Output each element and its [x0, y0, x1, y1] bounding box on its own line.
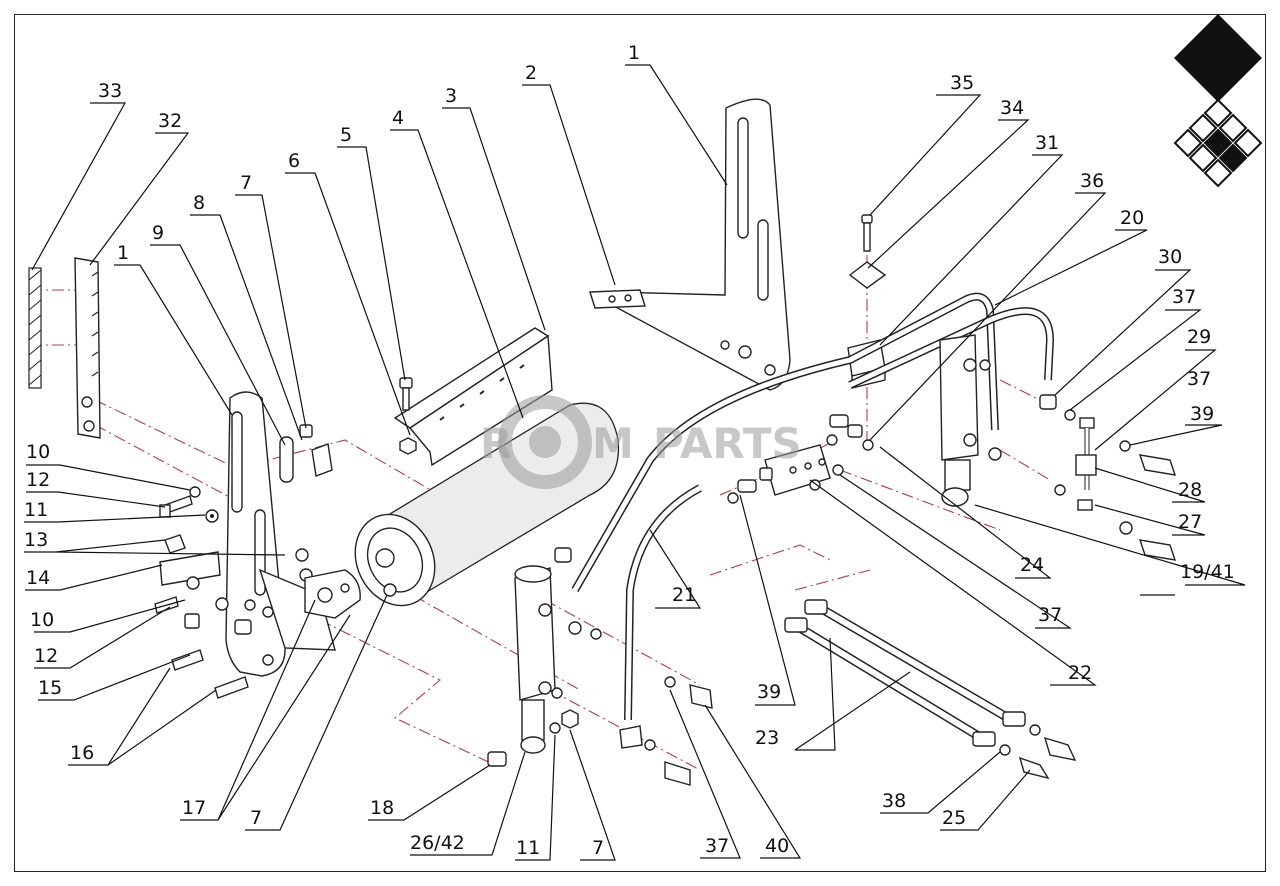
callout-7-bottom: 7	[592, 837, 604, 859]
brand-logo	[1173, 14, 1263, 188]
centre-hydraulic-cylinder	[487, 547, 602, 767]
part-20-tube-assembly	[571, 292, 1055, 592]
callout-13: 13	[24, 529, 48, 551]
callout-1-left: 1	[117, 242, 129, 264]
part-3-rail	[393, 327, 553, 467]
callout-labels: 1 2 1 35 34 31 36 20 30 37 29 37 39 28 2…	[24, 42, 1235, 859]
callout-12-lower: 12	[34, 645, 58, 667]
callout-16: 16	[70, 742, 94, 764]
part-23-hoses	[784, 599, 1041, 756]
part-33-decal-strip	[28, 267, 42, 389]
callout-32: 32	[158, 110, 182, 132]
watermark-text-right: PARTS	[653, 419, 802, 468]
callout-9: 9	[152, 222, 164, 244]
callout-7-flange: 7	[250, 807, 262, 829]
callout-18: 18	[370, 797, 394, 819]
watermark-text-mid: M	[592, 419, 634, 468]
part-32-indicator-bar	[74, 257, 101, 439]
callout-4: 4	[392, 107, 404, 129]
callout-5: 5	[340, 124, 352, 146]
callout-24: 24	[1020, 554, 1044, 576]
callout-20: 20	[1120, 207, 1144, 229]
callout-37-a: 37	[1172, 286, 1196, 308]
left-fasteners	[154, 424, 333, 699]
callout-29: 29	[1187, 326, 1211, 348]
callout-17: 17	[182, 797, 206, 819]
part-2-mounting-plate	[589, 289, 646, 309]
part-6-nut	[399, 437, 417, 455]
callout-26-42: 26/42	[410, 832, 465, 854]
callout-6: 6	[288, 150, 300, 172]
callout-11-bottom: 11	[516, 837, 540, 859]
part-5-bolt	[399, 377, 413, 411]
callout-10-lower: 10	[30, 609, 54, 631]
callout-23: 23	[755, 727, 779, 749]
drawing-frame	[14, 14, 1266, 872]
part-1-left-bracket	[225, 391, 336, 677]
watermark: R M PARTS	[480, 395, 802, 489]
callout-34: 34	[1000, 97, 1024, 119]
callout-1-right: 1	[628, 42, 640, 64]
callout-2: 2	[525, 62, 537, 84]
middle-fittings	[727, 414, 874, 504]
callout-36: 36	[1080, 170, 1104, 192]
part-25-connectors	[1018, 736, 1077, 780]
callout-21: 21	[672, 584, 696, 606]
right-hydraulic-cylinder	[939, 334, 1002, 507]
callout-25: 25	[942, 807, 966, 829]
callout-11-left: 11	[24, 499, 48, 521]
watermark-text-left: R	[480, 419, 512, 468]
callout-19-41: 19/41	[1180, 561, 1235, 583]
callout-39-a: 39	[1190, 403, 1214, 425]
callout-8: 8	[193, 192, 205, 214]
callout-39-b: 39	[757, 681, 781, 703]
callout-7-top: 7	[240, 172, 252, 194]
part-17-flange-plate	[304, 569, 361, 619]
callout-3: 3	[445, 85, 457, 107]
callout-38: 38	[882, 790, 906, 812]
part-4-roller-drum	[354, 402, 620, 607]
callout-30: 30	[1158, 246, 1182, 268]
callout-35: 35	[950, 72, 974, 94]
callout-37-c: 37	[1038, 604, 1062, 626]
callout-33: 33	[98, 80, 122, 102]
callout-12-upper: 12	[26, 469, 50, 491]
right-fittings	[1039, 394, 1177, 561]
part-34-washer	[848, 261, 887, 289]
callout-31: 31	[1035, 132, 1059, 154]
part-35-bolt	[861, 214, 873, 252]
leader-lines	[24, 64, 1246, 861]
callout-14: 14	[26, 567, 50, 589]
callout-28: 28	[1178, 479, 1202, 501]
callout-10-upper: 10	[26, 441, 50, 463]
callout-37-b: 37	[1187, 368, 1211, 390]
callout-22: 22	[1068, 662, 1092, 684]
part-21-hose	[619, 484, 702, 749]
bottom-fittings	[644, 676, 713, 786]
callout-27: 27	[1178, 511, 1202, 533]
callout-37-d: 37	[705, 835, 729, 857]
callout-40: 40	[765, 835, 789, 857]
part-1-right-bracket	[611, 98, 791, 391]
callout-15: 15	[38, 677, 62, 699]
